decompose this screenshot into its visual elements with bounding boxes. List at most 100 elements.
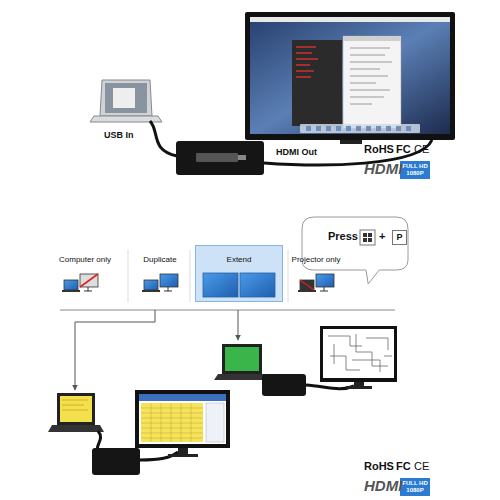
- usb-cable: [150, 121, 177, 156]
- monitor-part: [139, 394, 226, 401]
- extend-icon-part: [203, 273, 238, 297]
- option-label: Duplicate: [143, 256, 176, 265]
- laptop-part: [222, 344, 262, 374]
- hdmi-adapter: [92, 448, 140, 475]
- laptop-part: [60, 396, 92, 422]
- option-label: Projector only: [292, 256, 341, 265]
- laptop-part: [48, 425, 104, 432]
- tv-monitor-part: [296, 47, 318, 77]
- laptop: [48, 393, 104, 432]
- node-text: 1080P: [400, 487, 430, 494]
- windows-key-part: [360, 230, 375, 245]
- monitor-part: [354, 382, 364, 386]
- hdmi-adapter: [176, 141, 264, 175]
- laptop-part: [214, 374, 270, 380]
- speech-bubble: PressP: [300, 214, 410, 276]
- hd-badge: FULL HD1080P: [400, 478, 430, 496]
- option-tile: Extend: [195, 245, 283, 302]
- laptop-part: [57, 393, 95, 425]
- tv-monitor: [245, 12, 455, 144]
- monitor-part: [178, 448, 188, 454]
- compliance-mark: FC: [396, 143, 411, 155]
- laptop-part: [225, 347, 259, 371]
- node-text: 1080P: [400, 170, 430, 177]
- laptop-part: [105, 83, 147, 113]
- monitor-part: [135, 390, 230, 448]
- monitor-part: [168, 454, 198, 457]
- tv-monitor-part: [245, 12, 455, 140]
- projector-only-icon-part: [320, 287, 328, 291]
- hdmi-adapter: [262, 374, 306, 396]
- projector-only-icon: [298, 274, 334, 292]
- computer-only-icon-part: [84, 287, 92, 291]
- monitor: [135, 390, 230, 457]
- hdmi-logo: HDMI: [364, 478, 402, 495]
- extend-icon: [203, 273, 275, 297]
- duplicate-icon-part: [142, 290, 160, 292]
- monitor-part: [141, 403, 203, 442]
- bus-line: [60, 310, 395, 311]
- key-cap: P: [392, 230, 407, 245]
- option-label: Computer only: [59, 256, 111, 265]
- duplicate-icon-part: [144, 280, 158, 290]
- windows-key-part: [363, 233, 372, 242]
- monitor-part: [346, 386, 372, 389]
- monitor-part: [323, 329, 394, 378]
- laptop-part: [62, 400, 88, 410]
- monitor-part: [320, 326, 397, 382]
- leader-line: [75, 310, 155, 390]
- tv-monitor-part: [306, 126, 411, 131]
- tv-monitor-part: [300, 124, 420, 133]
- monitor-part: [139, 394, 226, 444]
- duplicate-icon: [142, 274, 178, 292]
- hdmi-adapter-part: [238, 155, 246, 160]
- computer-only-icon-part: [64, 280, 78, 290]
- key-plus: +: [379, 230, 385, 242]
- hdmi-adapter-part: [176, 141, 264, 175]
- laptop: [90, 80, 162, 122]
- windows-key: [360, 230, 375, 245]
- bubble-shape: [302, 217, 408, 284]
- bubble-outline: [300, 214, 410, 276]
- tv-monitor-part: [250, 17, 450, 134]
- projector-only-icon-part: [300, 280, 314, 290]
- computer-only-icon: [62, 274, 98, 292]
- tv-monitor-part: [250, 17, 450, 22]
- tv-monitor-part: [340, 140, 362, 144]
- compliance-mark: RoHS: [364, 460, 394, 472]
- duplicate-icon-part: [164, 287, 172, 291]
- duplicate-icon-part: [160, 274, 178, 287]
- computer-only-icon-part: [80, 274, 98, 287]
- computer-only-icon-part: [80, 274, 98, 287]
- laptop-part: [113, 88, 135, 108]
- monitor: [320, 326, 397, 389]
- extend-icon-part: [240, 273, 275, 297]
- laptop: [214, 344, 270, 380]
- projector-only-icon-part: [300, 280, 314, 290]
- hdmi-logo: HDMI: [364, 161, 402, 178]
- node-text: FULL HD: [400, 480, 430, 487]
- compliance-mark: RoHS: [364, 143, 394, 155]
- monitor-part: [328, 334, 392, 372]
- computer-only-icon-part: [62, 290, 80, 292]
- port-label: HDMI Out: [276, 148, 317, 158]
- compliance-mark: FC: [396, 460, 411, 472]
- monitor-part: [206, 403, 224, 442]
- tv-monitor-part: [292, 40, 342, 126]
- projector-only-icon-part: [298, 290, 316, 292]
- tv-monitor-part: [350, 48, 392, 104]
- node-text: FULL HD: [400, 163, 430, 170]
- tv-monitor-part: [343, 36, 401, 128]
- hd-badge: FULL HD1080P: [400, 161, 430, 179]
- laptop-part: [100, 80, 152, 116]
- compliance-mark: CE: [414, 460, 429, 472]
- tv-monitor-part: [343, 36, 401, 41]
- monitor-part: [141, 403, 203, 442]
- port-label: USB In: [104, 131, 134, 141]
- node-text: P: [393, 232, 406, 243]
- compliance-mark: CE: [414, 143, 429, 155]
- hdmi-adapter-part: [196, 153, 238, 162]
- projector-only-icon-part: [316, 274, 334, 287]
